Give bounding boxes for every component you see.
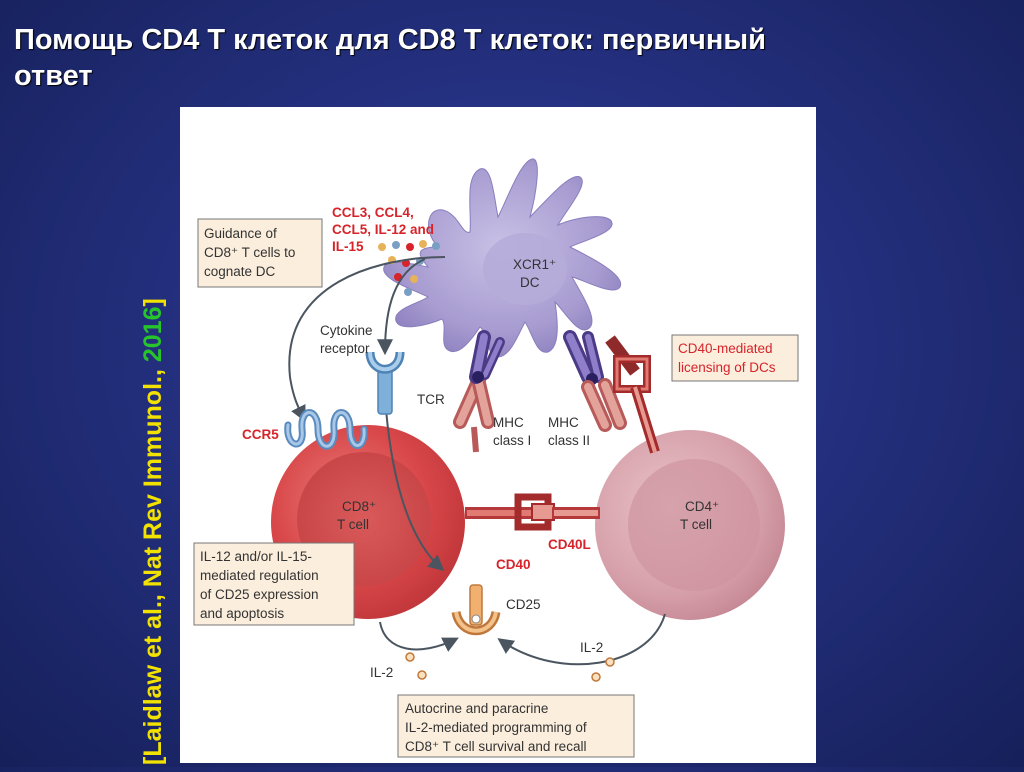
cytokine-receptor [365,351,405,415]
svg-text:[Laidlaw et al., Nat Rev Immun: [Laidlaw et al., Nat Rev Immunol., 2016] [139,298,167,765]
cytokine-receptor-label-line2: receptor [320,341,370,356]
mhc2-label-line2: class II [548,433,590,448]
dc-label-line1: XCR1⁺ [513,257,556,272]
ccr5-label: CCR5 [242,427,279,442]
cd25-label: CD25 [506,597,541,612]
cd8-label-line2: T cell [337,517,369,532]
svg-text:cognate DC: cognate DC [204,264,276,279]
slide-title-line1: Помощь CD4 T клеток для CD8 T клеток: пе… [14,24,766,56]
citation-year: 2016 [139,307,167,363]
il2-left-arrow [379,621,459,652]
cd8-label-line1: CD8⁺ [342,499,376,514]
signal-arrow [384,396,445,572]
il2-dots [405,652,615,682]
box-licensing: CD40-mediated licensing of DCs [671,334,799,382]
svg-text:CD8⁺ T cell survival and recal: CD8⁺ T cell survival and recall [405,739,586,754]
tcr-mhc1-complex [453,330,505,453]
mhc1-label-line1: MHC [493,415,524,430]
cytokine-receptor-label-line1: Cytokine [320,323,373,338]
svg-text:and apoptosis: and apoptosis [200,606,284,621]
il2-left-label: IL-2 [370,665,393,680]
chemokines-line2: CCL5, IL-12 and [332,222,434,237]
box-guidance: Guidance of CD8⁺ T cells to cognate DC [197,218,323,288]
dc-label-line2: DC [520,275,540,290]
box-autocrine: Autocrine and paracrine IL-2-mediated pr… [397,694,635,758]
diagram-svg: Guidance of CD8⁺ T cells to cognate DC C… [193,158,799,758]
slide-title: Помощь CD4 T клеток для CD8 T клеток: пе… [14,22,1004,94]
svg-text:IL-2-mediated programming of: IL-2-mediated programming of [405,720,587,735]
box-il12: IL-12 and/or IL-15- mediated regulation … [193,542,355,626]
svg-text:CD40-mediated: CD40-mediated [678,341,773,356]
svg-text:Autocrine and paracrine: Autocrine and paracrine [405,701,548,716]
guidance-arrow [288,256,446,422]
tcr-mhc2-complex [563,330,627,432]
citation: [Laidlaw et al., Nat Rev Immunol., 2016] [130,235,176,767]
svg-text:mediated regulation: mediated regulation [200,568,319,583]
mhc1-label-line2: class I [493,433,531,448]
chemokines-line3: IL-15 [332,239,364,254]
citation-text: [Laidlaw et al., Nat Rev Immunol., [139,362,167,765]
il2-right-arrow [497,613,666,666]
svg-text:of CD25 expression: of CD25 expression [200,587,319,602]
slide-title-line2: ответ [14,60,93,92]
cd4-t-cell [595,430,785,620]
svg-text:CD8⁺ T cells to: CD8⁺ T cells to [204,245,295,260]
chemokines-line1: CCL3, CCL4, [332,205,414,220]
tcr-label: TCR [417,392,445,407]
svg-text:Guidance of: Guidance of [204,226,277,241]
citation-svg: [Laidlaw et al., Nat Rev Immunol., 2016] [139,298,167,765]
cd25-receptor [451,584,501,636]
cd40-cd40l-upper [605,335,660,454]
xcr1-dendritic-cell [383,158,622,358]
cytokine-arrow [377,258,426,356]
il2-right-label: IL-2 [580,640,603,655]
cd40-cd40l-middle [465,493,600,531]
cd40l-label: CD40L [548,537,591,552]
mhc2-label-line1: MHC [548,415,579,430]
cd40-label: CD40 [496,557,531,572]
diagram-panel: Guidance of CD8⁺ T cells to cognate DC C… [180,107,816,763]
svg-text:licensing of DCs: licensing of DCs [678,360,776,375]
cd4-label-line1: CD4⁺ [685,499,719,514]
cd4-label-line2: T cell [680,517,712,532]
citation-close: ] [139,298,167,306]
svg-text:IL-12 and/or IL-15-: IL-12 and/or IL-15- [200,549,312,564]
